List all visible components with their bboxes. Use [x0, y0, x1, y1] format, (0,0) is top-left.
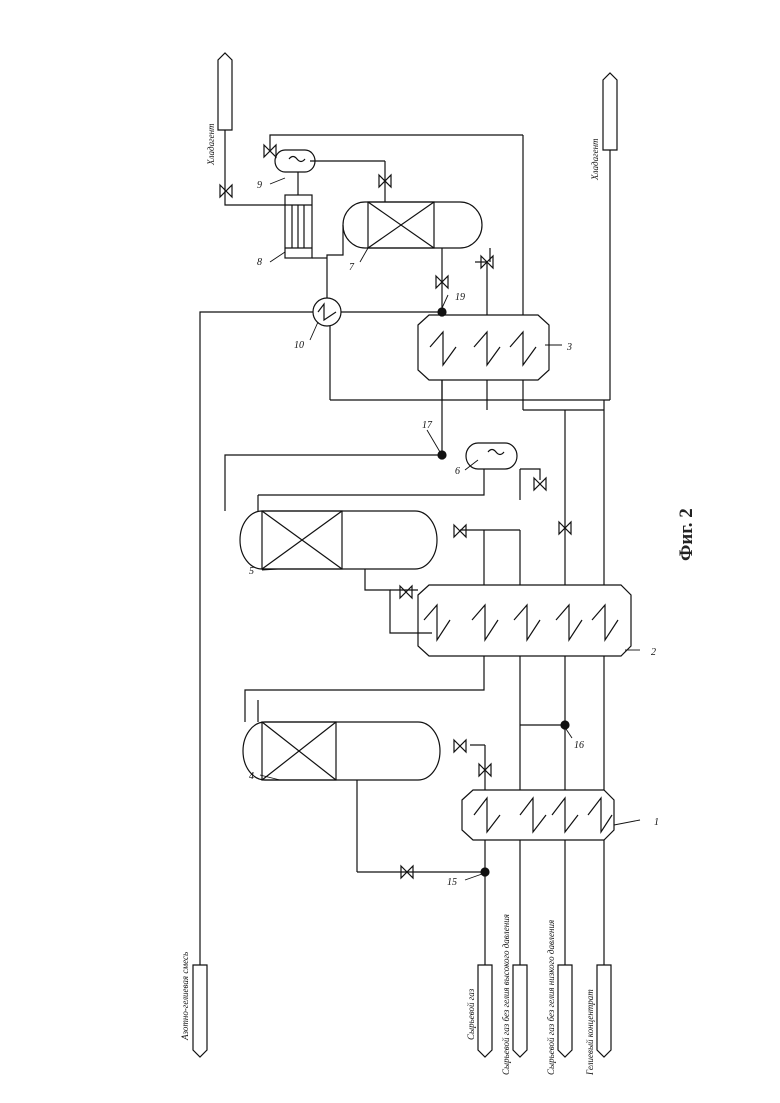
label-4: 4 [249, 771, 254, 782]
separator-9 [275, 150, 315, 172]
exchanger-8 [285, 195, 312, 258]
heat-exchanger-1 [462, 790, 614, 840]
label-10: 10 [294, 340, 304, 351]
stream-label-nitrogen-mix: Азотно-гелиевая смесь [180, 952, 190, 1041]
label-17: 17 [422, 420, 433, 431]
stream-label-helium-concentrate: Гелиевый концентрат [585, 989, 595, 1076]
label-9: 9 [257, 180, 262, 191]
heat-exchanger-10 [313, 298, 341, 326]
column-4 [243, 722, 440, 780]
column-7 [343, 202, 482, 248]
separator-6 [466, 443, 517, 469]
stream-label-refrigerant-right: Хладагент [590, 138, 600, 181]
stream-label-feed-gas: Сырьевой газ [466, 988, 476, 1040]
column-5 [240, 511, 437, 569]
label-2: 2 [651, 647, 656, 658]
stream-label-feed-gas-low: Сырьевой газ без гелия низкого давления [546, 920, 556, 1075]
figure-caption: Фиг. 2 [676, 521, 698, 561]
label-8: 8 [257, 257, 262, 268]
label-7: 7 [349, 262, 355, 273]
mixer-nodes [438, 308, 569, 876]
label-1: 1 [654, 817, 659, 828]
label-19: 19 [455, 292, 465, 303]
stream-connectors [193, 53, 617, 1057]
stream-label-feed-gas-high: Сырьевой газ без гелия высокого давления [501, 914, 511, 1075]
label-16: 16 [574, 740, 584, 751]
label-6: 6 [455, 466, 460, 477]
label-5: 5 [249, 566, 254, 577]
label-15: 15 [447, 877, 457, 888]
stream-label-refrigerant-top: Хладагент [206, 123, 216, 166]
label-3: 3 [566, 342, 572, 353]
heat-exchanger-3 [418, 315, 549, 380]
heat-exchanger-2 [418, 585, 631, 656]
